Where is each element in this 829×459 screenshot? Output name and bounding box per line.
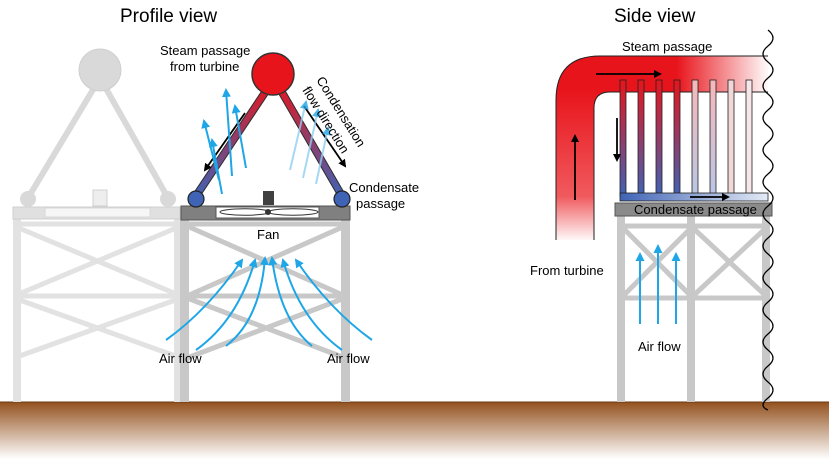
label-condensate-passage-side: Condensate passage xyxy=(634,202,757,217)
faded-left-module xyxy=(12,48,182,402)
side-title: Side view xyxy=(614,6,696,27)
side-fin-tubes xyxy=(619,79,753,197)
label-air-flow-side: Air flow xyxy=(638,339,681,354)
wavy-break-line xyxy=(762,29,774,411)
fan-motor xyxy=(263,191,274,205)
arrow-icon xyxy=(203,112,246,172)
label-steam-passage-line2: from turbine xyxy=(170,59,239,74)
air-arrows-coil-right xyxy=(289,100,331,185)
condensate-header-right xyxy=(333,190,351,208)
air-arrows-side xyxy=(635,244,681,324)
side-deck xyxy=(614,202,773,217)
label-condensate-line1: Condensate xyxy=(349,180,419,195)
tube-right-fill xyxy=(273,79,345,199)
profile-title: Profile view xyxy=(120,6,217,27)
air-arrows-profile xyxy=(165,256,373,351)
profile-structure xyxy=(180,214,350,402)
label-air-flow-right: Air flow xyxy=(327,351,370,366)
ground xyxy=(0,402,829,459)
label-steam-passage-side: Steam passage xyxy=(622,39,712,54)
side-steam-pipe-vertical xyxy=(556,56,610,240)
fan-icon xyxy=(219,208,319,216)
label-fan: Fan xyxy=(257,227,279,242)
steam-header xyxy=(251,52,295,96)
label-steam-passage-line1: Steam passage xyxy=(160,43,250,58)
label-condensate-line2: passage xyxy=(356,196,405,211)
side-pipe-outline xyxy=(555,55,768,240)
condensate-header-left xyxy=(187,190,205,208)
tube-left-fill xyxy=(193,79,275,199)
label-from-turbine: From turbine xyxy=(530,263,604,278)
air-arrows-coil-left xyxy=(201,88,247,195)
label-air-flow-left: Air flow xyxy=(159,351,202,366)
arrow-icon xyxy=(303,105,347,168)
